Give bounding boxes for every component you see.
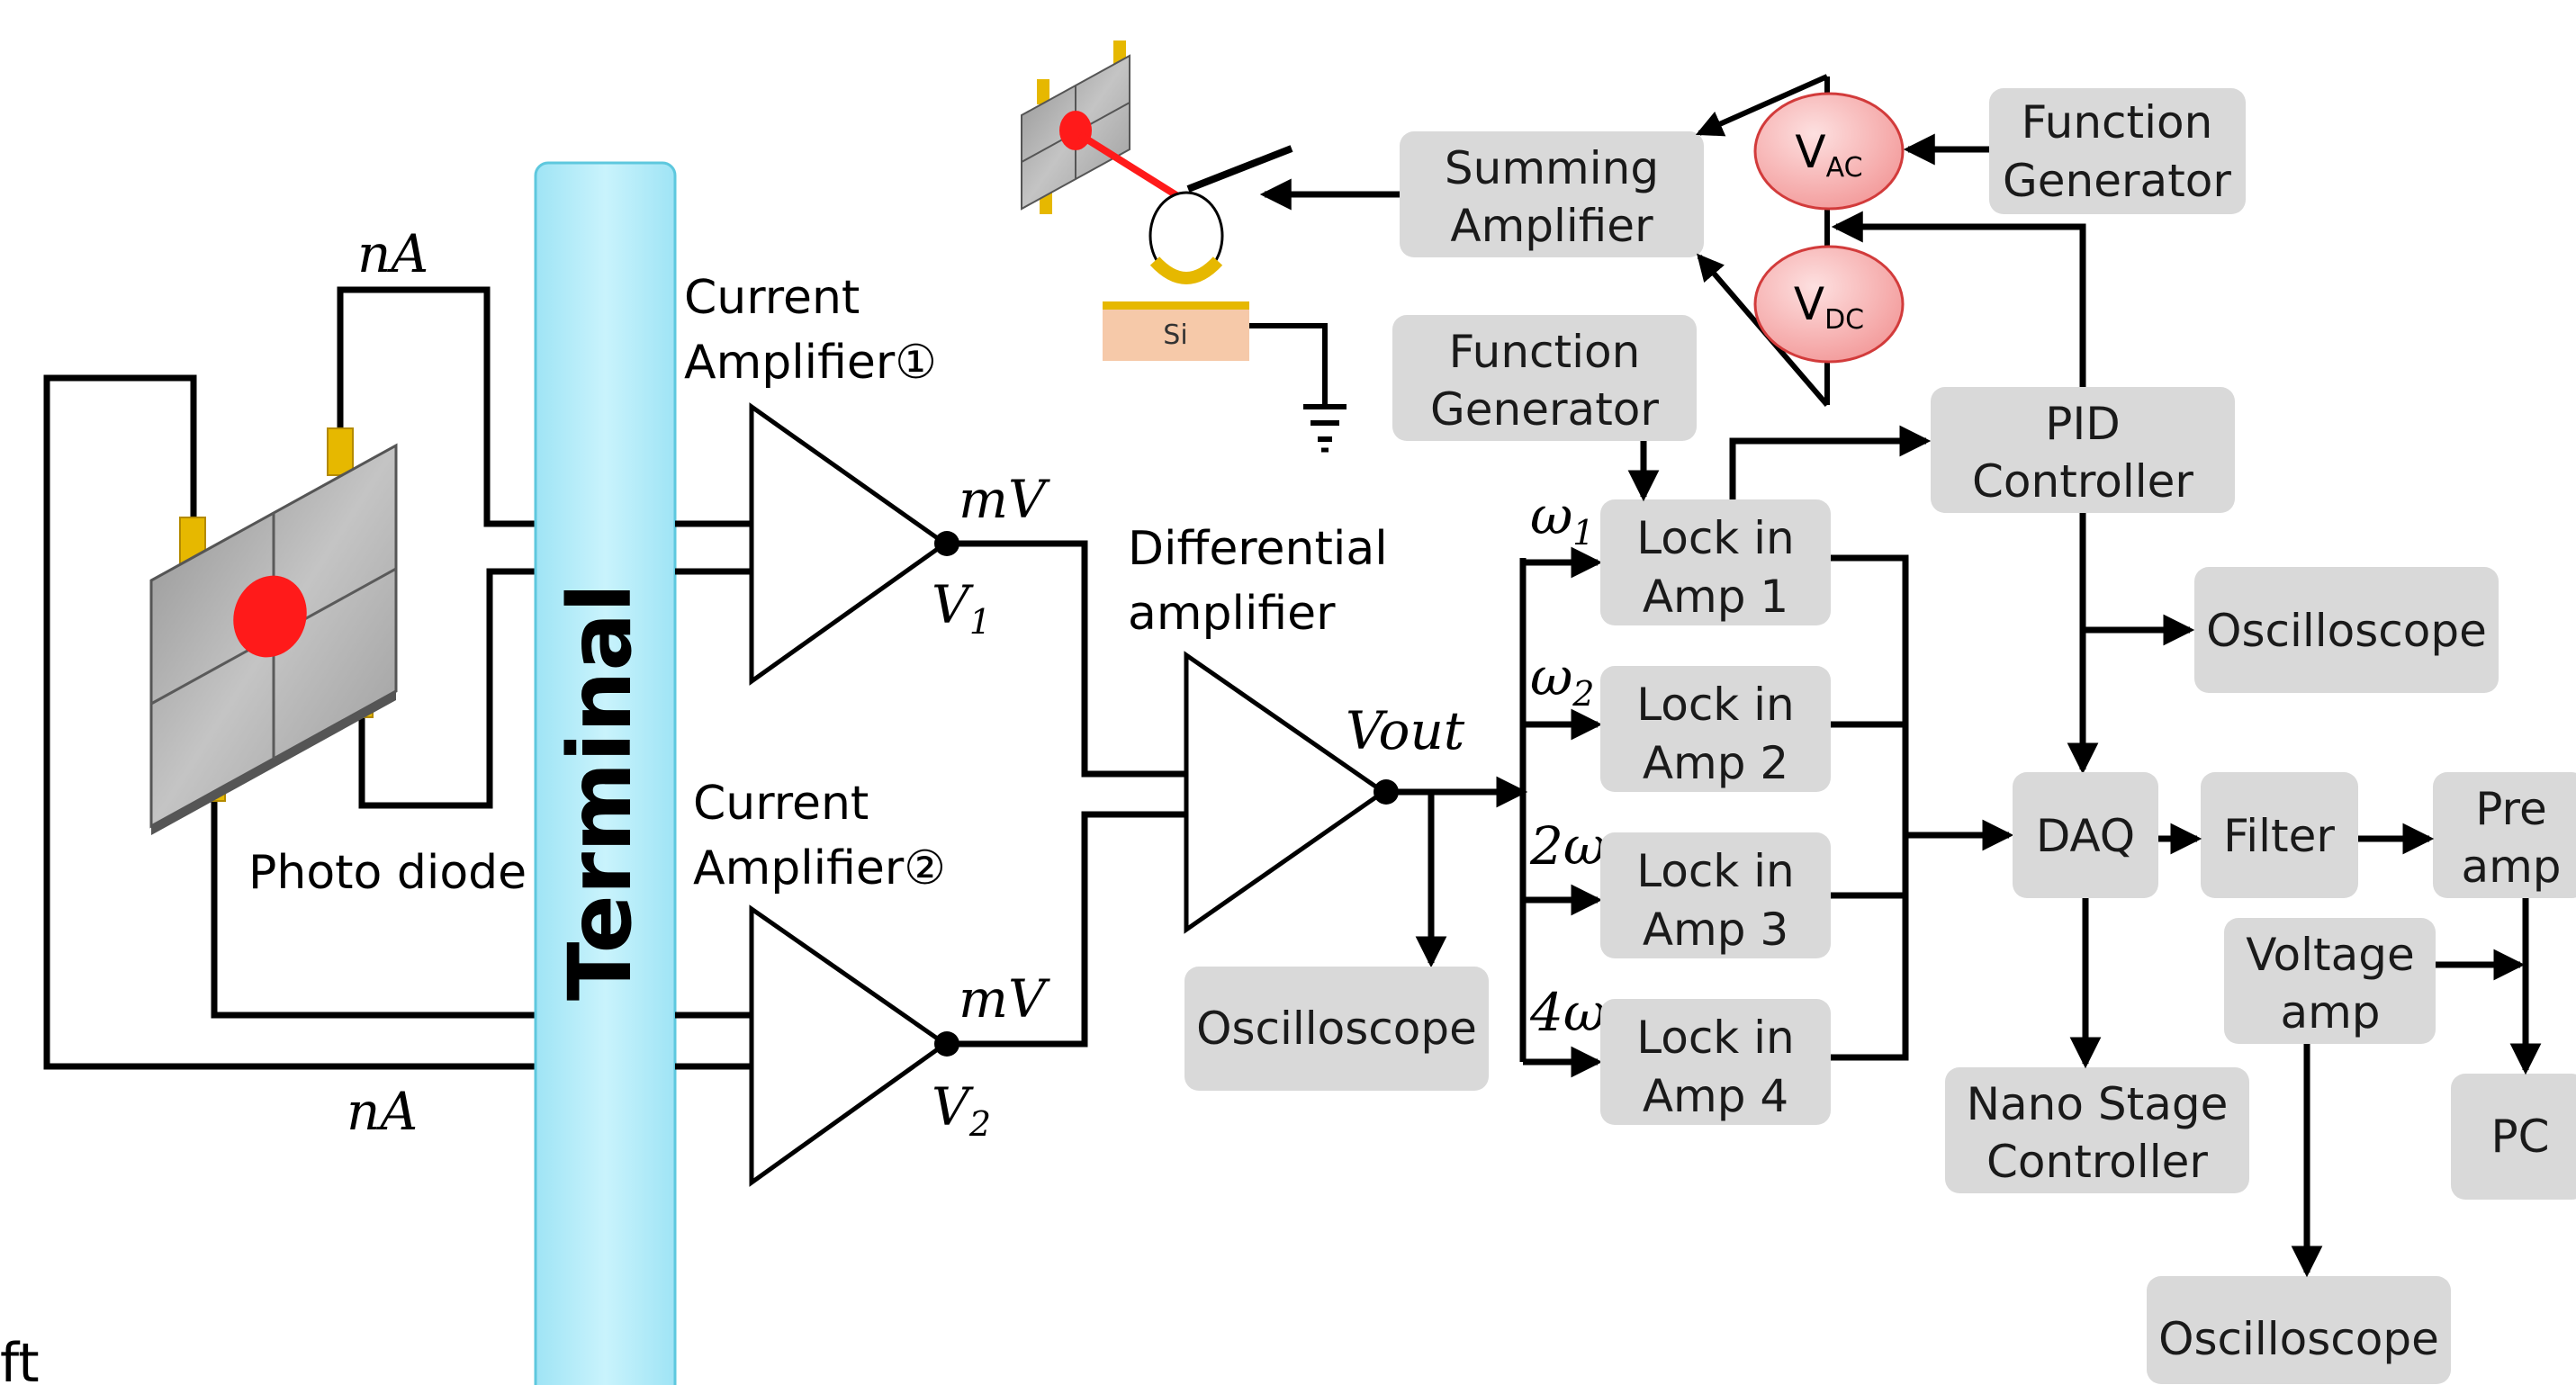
svg-text:Summing: Summing xyxy=(1445,142,1659,194)
current-amplifier-1 xyxy=(749,402,959,686)
freq-label-w1: ω1 xyxy=(1530,485,1594,553)
differential-amp-label-line1: Differential xyxy=(1128,522,1388,576)
pid-controller-box: PID Controller xyxy=(1931,387,2235,513)
svg-text:DAQ: DAQ xyxy=(2036,810,2135,862)
photodiode xyxy=(149,427,398,835)
svg-text:Controller: Controller xyxy=(1972,455,2193,508)
svg-text:Generator: Generator xyxy=(1430,383,1659,436)
amps-to-differential-wiring xyxy=(947,540,1186,1048)
freq-label-w2: ω2 xyxy=(1530,646,1594,714)
oscilloscope-vout-box: Oscilloscope xyxy=(1184,967,1489,1091)
current-label-top: nA xyxy=(357,223,428,284)
svg-text:Generator: Generator xyxy=(2003,155,2231,207)
lockin-amp-3-box: Lock in Amp 3 xyxy=(1600,832,1831,958)
mv-label-bottom: mV xyxy=(959,968,1050,1030)
svg-text:amp: amp xyxy=(2461,841,2561,893)
vout-wiring xyxy=(1386,546,1603,1078)
lockin-amp-2-box: Lock in Amp 2 xyxy=(1600,666,1831,792)
svg-text:Lock in: Lock in xyxy=(1636,845,1795,897)
svg-text:Nano Stage: Nano Stage xyxy=(1967,1078,2229,1130)
mv-label-top: mV xyxy=(959,469,1050,530)
svg-text:amp: amp xyxy=(2280,986,2380,1039)
v1-label: V1 xyxy=(932,574,991,642)
svg-text:PC: PC xyxy=(2490,1111,2549,1163)
voltage-amp-box: Voltage amp xyxy=(2224,918,2436,1044)
svg-text:Lock in: Lock in xyxy=(1636,512,1795,564)
svg-text:Controller: Controller xyxy=(1986,1136,2208,1188)
summing-amplifier-box: Summing Amplifier xyxy=(1400,131,1704,257)
svg-text:Filter: Filter xyxy=(2223,810,2335,862)
substrate-label: Si xyxy=(1163,319,1187,351)
vac-source: VAC xyxy=(1753,92,1905,211)
photodiode-wiring xyxy=(43,286,540,1070)
afm-tip-assembly: Si xyxy=(1021,40,1347,453)
preamp-box: Pre amp xyxy=(2433,772,2576,898)
current-amp-2-label-line1: Current xyxy=(693,777,869,831)
svg-text:PID: PID xyxy=(2045,398,2120,450)
svg-text:Pre: Pre xyxy=(2475,783,2547,835)
current-amp-1-label-line1: Current xyxy=(684,271,860,325)
vdc-source: VDC xyxy=(1753,245,1905,364)
oscilloscope-pid-box: Oscilloscope xyxy=(2194,567,2499,693)
svg-text:Amplifier: Amplifier xyxy=(1450,200,1653,252)
function-generator-mid-box: Function Generator xyxy=(1392,315,1697,441)
svg-text:Voltage: Voltage xyxy=(2246,929,2415,981)
nano-stage-controller-box: Nano Stage Controller xyxy=(1945,1067,2249,1193)
svg-text:Function: Function xyxy=(2022,96,2213,148)
differential-amp-label-line2: amplifier xyxy=(1128,587,1336,641)
photodiode-label: Photo diode xyxy=(248,846,527,900)
v2-label: V2 xyxy=(932,1076,991,1144)
svg-text:Amp 4: Amp 4 xyxy=(1643,1070,1788,1122)
vdc-label: VDC xyxy=(1794,278,1864,336)
svg-text:Amp 2: Amp 2 xyxy=(1643,737,1788,789)
vac-label: VAC xyxy=(1795,126,1862,184)
vout-label: Vout xyxy=(1346,700,1465,761)
filter-box: Filter xyxy=(2201,772,2358,898)
daq-chain-wiring xyxy=(2069,823,2542,1278)
svg-text:Oscilloscope: Oscilloscope xyxy=(1196,1003,1477,1055)
svg-text:Function: Function xyxy=(1449,326,1641,378)
lockin-amp-1-box: Lock in Amp 1 xyxy=(1600,499,1831,625)
lockin-to-daq-wiring xyxy=(1729,425,2014,1061)
terminal-block: Terminal xyxy=(534,161,677,1385)
differential-amplifier xyxy=(1184,651,1399,934)
svg-text:Lock in: Lock in xyxy=(1636,679,1795,731)
current-label-bottom: nA xyxy=(347,1081,418,1142)
current-amp-1-label-line2: Amplifier① xyxy=(684,336,937,390)
daq-box: DAQ xyxy=(2013,772,2158,898)
current-amp-2-label-line2: Amplifier② xyxy=(693,841,946,895)
svg-text:Oscilloscope: Oscilloscope xyxy=(2158,1313,2439,1365)
corner-text: ft xyxy=(0,1332,40,1385)
function-generator-top-box: Function Generator xyxy=(1989,88,2246,214)
terminal-to-amps-wiring xyxy=(675,520,752,1070)
oscilloscope-bottom-box: Oscilloscope xyxy=(2147,1276,2451,1384)
current-amplifier-2 xyxy=(749,904,959,1187)
lockin-amp-4-box: Lock in Amp 4 xyxy=(1600,999,1831,1125)
svg-text:Amp 1: Amp 1 xyxy=(1643,571,1788,623)
svg-text:Amp 3: Amp 3 xyxy=(1643,904,1788,956)
svg-text:Oscilloscope: Oscilloscope xyxy=(2206,605,2487,657)
pc-box: PC xyxy=(2451,1074,2576,1200)
pid-wiring xyxy=(1831,211,2195,775)
svg-text:Lock in: Lock in xyxy=(1636,1012,1795,1064)
terminal-label: Terminal xyxy=(550,583,651,1001)
